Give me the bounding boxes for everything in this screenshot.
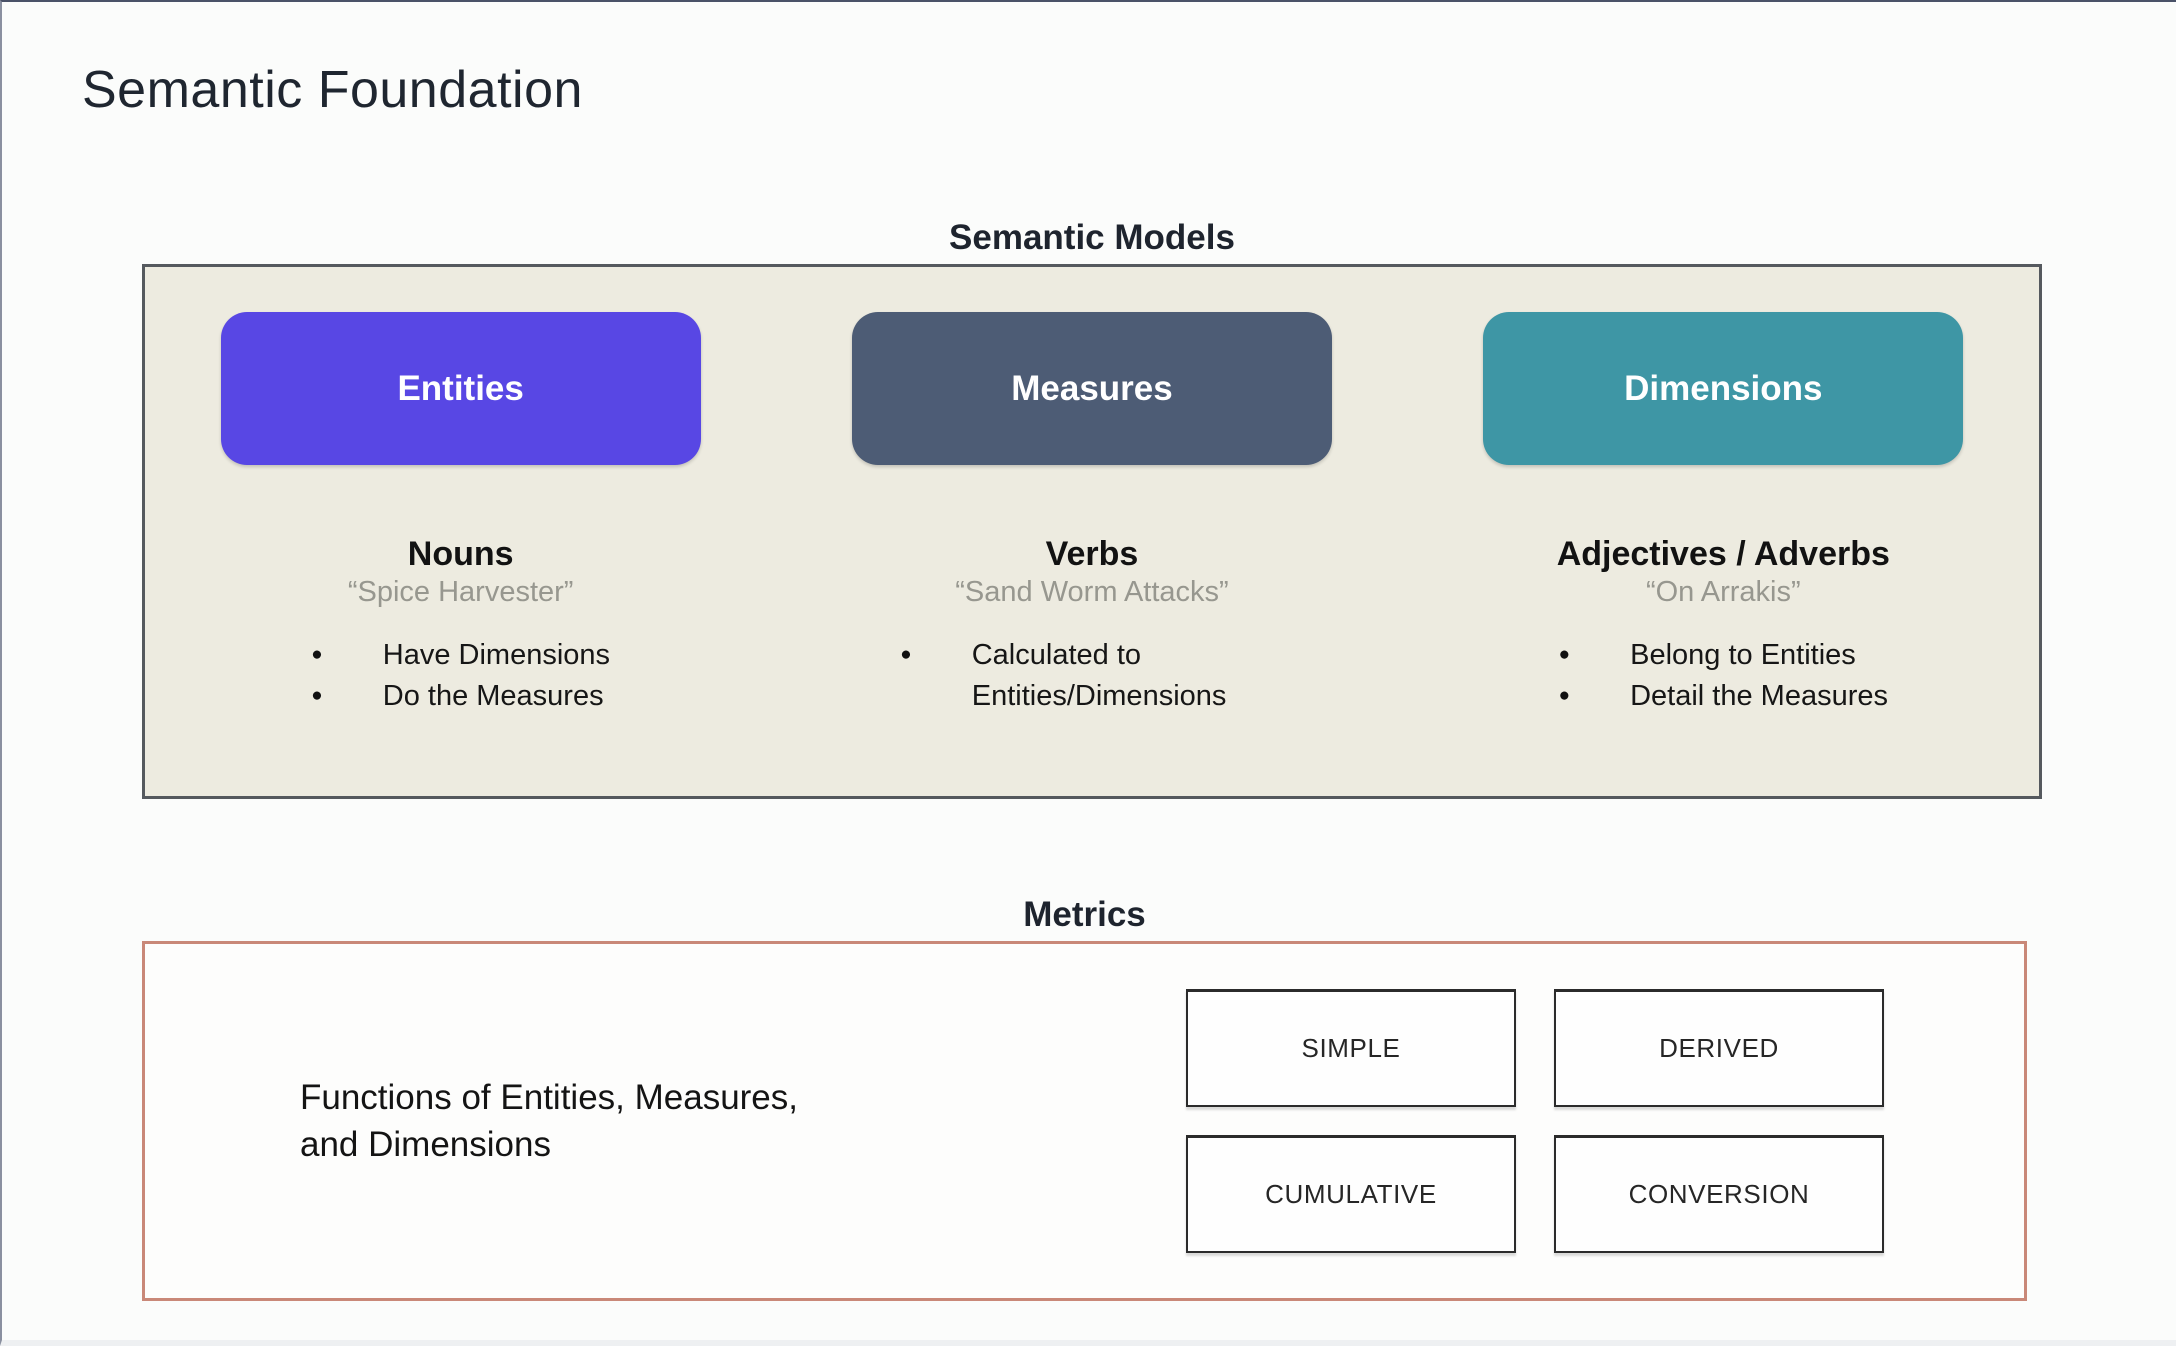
bullet-dot-icon: ●	[311, 685, 323, 707]
list-item: ● Belong to Entities	[1559, 635, 1888, 676]
metrics-description: Functions of Entities, Measures, and Dim…	[300, 1074, 798, 1169]
dimensions-part-of-speech-label: Adjectives / Adverbs	[1556, 535, 1890, 573]
metric-type-conversion: CONVERSION	[1554, 1135, 1884, 1253]
list-item: ● Detail the Measures	[1559, 676, 1888, 717]
bullet-dot-icon: ●	[900, 644, 912, 665]
list-item: ● Do the Measures	[311, 676, 610, 717]
measures-example-quote: “Sand Worm Attacks”	[955, 576, 1229, 608]
bullet-dot-icon: ●	[1558, 685, 1571, 707]
list-item: ● Have Dimensions	[311, 635, 610, 676]
metrics-description-line1: Functions of Entities, Measures,	[300, 1077, 798, 1117]
metrics-box: Functions of Entities, Measures, and Dim…	[142, 941, 2027, 1301]
semantic-models-box: Entities Nouns “Spice Harvester” ● Have …	[142, 264, 2042, 799]
metric-types-grid: SIMPLE DERIVED CUMULATIVE CONVERSION	[1186, 989, 1884, 1253]
dimensions-column: Dimensions Adjectives / Adverbs “On Arra…	[1408, 312, 2039, 796]
metric-type-derived: DERIVED	[1554, 989, 1884, 1107]
bullet-dot-icon: ●	[311, 644, 323, 665]
bullet-text: Have Dimensions	[382, 639, 611, 671]
measures-part-of-speech-label: Verbs	[1045, 535, 1139, 573]
dimensions-pill: Dimensions	[1483, 312, 1964, 465]
metric-type-simple: SIMPLE	[1186, 989, 1516, 1107]
measures-bullet-list: ● Calculated to Entities/Dimensions	[900, 635, 1283, 717]
entities-example-quote: “Spice Harvester”	[347, 576, 574, 608]
dimensions-example-quote: “On Arrakis”	[1645, 576, 1801, 608]
semantic-models-section: Semantic Models Entities Nouns “Spice Ha…	[2, 218, 2176, 799]
list-item: ● Calculated to Entities/Dimensions	[900, 635, 1283, 717]
dimensions-bullet-list: ● Belong to Entities ● Detail the Measur…	[1559, 635, 1888, 717]
metrics-description-line2: and Dimensions	[300, 1125, 551, 1164]
metrics-section: Metrics Functions of Entities, Measures,…	[2, 895, 2176, 1301]
bullet-text: Detail the Measures	[1630, 680, 1889, 713]
entities-bullet-list: ● Have Dimensions ● Do the Measures	[311, 635, 610, 717]
measures-column: Measures Verbs “Sand Worm Attacks” ● Cal…	[776, 312, 1407, 796]
slide: Semantic Foundation Semantic Models Enti…	[2, 60, 2176, 1301]
bullet-text: Do the Measures	[382, 680, 604, 713]
entities-column: Entities Nouns “Spice Harvester” ● Have …	[145, 312, 776, 796]
entities-pill: Entities	[220, 312, 701, 465]
page-title: Semantic Foundation	[82, 61, 583, 119]
entities-part-of-speech-label: Nouns	[407, 535, 514, 573]
metric-type-cumulative: CUMULATIVE	[1186, 1135, 1516, 1253]
bullet-text: Belong to Entities	[1630, 639, 1856, 671]
measures-pill: Measures	[851, 312, 1332, 465]
bullet-dot-icon: ●	[1558, 644, 1571, 665]
metrics-heading: Metrics	[1023, 895, 1146, 934]
bullet-text: Calculated to Entities/Dimensions	[971, 639, 1227, 713]
semantic-models-heading: Semantic Models	[949, 218, 1235, 257]
